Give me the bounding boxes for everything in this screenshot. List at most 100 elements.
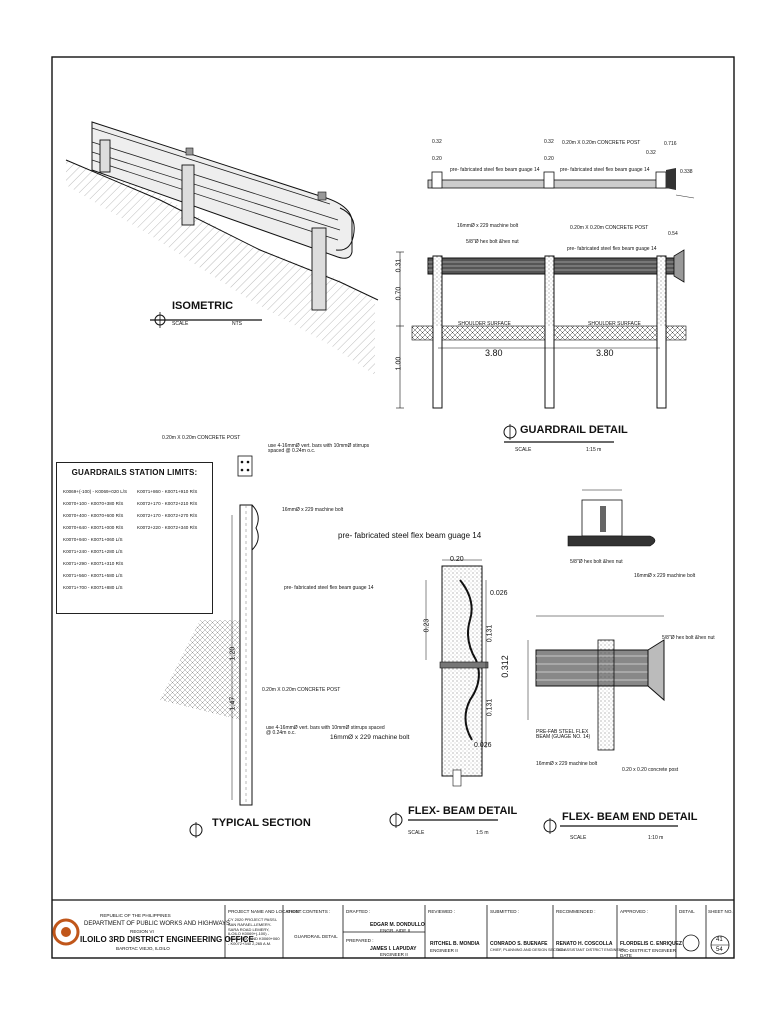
flex-dim: 0.131 <box>486 624 494 643</box>
typ-concrete-post: 0.20m X 0.20m CONCRETE POST <box>162 435 241 441</box>
guardrail-scale-label: SCALE <box>515 447 532 453</box>
end-hex-bolt-top: 5/8"Ø hex bolt &hex nut <box>570 559 623 565</box>
plan-dim: 0.32 <box>544 139 554 145</box>
flex-dim: 0.026 <box>490 590 508 597</box>
guardrail-scale-value: 1:15 m <box>586 447 602 453</box>
flex-beam-scale-value: 1:5 m <box>476 830 489 836</box>
flex-beam-view <box>389 559 498 828</box>
plan-dim: 0.20 <box>544 156 554 162</box>
tb-project-body: CY 2020 PROJECT PASSI-SAN RAFAEL-LEMERY-… <box>228 917 280 946</box>
tb-recommended-head: RECOMMENDED : <box>556 909 596 914</box>
isometric-scale-value: NTS <box>232 321 242 327</box>
end-machine-bolt-top: 16mmØ x 229 machine bolt <box>634 573 696 579</box>
flex-dim: 0.131 <box>486 698 494 717</box>
tb-prepared-head: PREPARED : <box>346 938 374 943</box>
elev-shoulder: SHOULDER SURFACE <box>458 321 511 327</box>
flex-dim: 0.312 <box>499 655 510 678</box>
tb-preparer: JAMES I. LAPUDAY <box>370 946 417 952</box>
tb-sheet-contents: GUARDRAIL DETAIL <box>294 934 338 939</box>
tb-approver: FLORDELIS C. ENRIQUEZ <box>620 941 682 947</box>
tb-region: REGION VI <box>130 929 154 934</box>
elev-flex-beam: pre- fabricated steel flex beam guage 14 <box>567 246 657 252</box>
flex-dim: 0.026 <box>474 742 492 749</box>
tb-reviewer-role: ENGINEER II <box>430 948 458 953</box>
plan-dim: 0.32 <box>432 139 442 145</box>
limits-row: K0072+170 - K0072+270 R/S <box>137 513 198 518</box>
tb-dept: DEPARTMENT OF PUBLIC WORKS AND HIGHWAYS <box>84 921 231 927</box>
flex-end-scale-value: 1:10 m <box>648 835 664 841</box>
tb-approver-role: OIC-DISTRICT ENGINEER <box>620 948 677 953</box>
typ-height: 1.20 <box>229 646 237 661</box>
tb-location: BAROTAC VIEJO, ILOILO <box>116 946 170 951</box>
flex-beam-label: pre- fabricated steel flex beam guage 14 <box>338 531 482 540</box>
tb-reviewer: RITCHEL B. MONDIA <box>430 941 480 947</box>
limits-row: K0071+240 - K0071+280 L/S <box>63 549 123 554</box>
limits-row: K0070+100 - K0070+380 R/S <box>63 501 124 506</box>
end-hex-bolt-right: 5/8"Ø hex bolt &hex nut <box>662 635 715 641</box>
elev-height: 0.70 <box>395 286 403 301</box>
tb-project-head: PROJECT NAME AND LOCATION : <box>228 909 302 914</box>
elev-span: 3.80 <box>596 348 614 358</box>
typ-machine-bolt: 16mmØ x 229 machine bolt <box>282 507 344 513</box>
plan-flex-beam-1: pre- fabricated steel flex beam guage 14 <box>450 167 540 173</box>
flex-beam-scale-label: SCALE <box>408 830 425 836</box>
flex-end-view <box>527 615 678 834</box>
station-limits-table: GUARDRAILS STATION LIMITS: K0069+(-100) … <box>56 462 213 614</box>
flex-end-title: FLEX- BEAM END DETAIL <box>562 811 698 823</box>
limits-row: K0069+(-100) - K0069+020 L/S <box>63 489 128 494</box>
elev-height: 1.00 <box>395 356 403 371</box>
elev-machine-bolt: 16mmØ x 229 machine bolt <box>457 223 519 229</box>
limits-row: K0071+560 - K0071+580 L/S <box>63 573 123 578</box>
limits-row: K0071+700 - K0071+880 L/S <box>63 585 123 590</box>
limits-row: K0070+640 - K0071+000 R/S <box>63 525 124 530</box>
typ-height: 1.47 <box>229 696 237 711</box>
tb-drafted-head: DRAFTED : <box>346 909 371 914</box>
tb-submitter-role: CHIEF, PLANNING AND DESIGN SECTION <box>490 948 565 952</box>
tb-drafter-role: ENGR. AIDE II <box>380 928 411 933</box>
tb-republic: REPUBLIC OF THE PHILIPPINES <box>100 913 171 918</box>
flex-dim: 0.23 <box>423 618 431 633</box>
tb-drafter: EDGAR M. DONDULLO <box>370 922 425 928</box>
tb-recommender-role: OIC-ASSISTANT DISTRICT ENGINEER <box>556 948 625 952</box>
sheet-border <box>51 56 735 959</box>
elev-hex-bolt: 5/8"Ø hex bolt &hex nut <box>466 239 519 245</box>
guardrail-title: GUARDRAIL DETAIL <box>520 424 628 436</box>
plan-dim: 0.32 <box>646 150 656 156</box>
tb-submitted-head: SUBMITTED : <box>490 909 520 914</box>
tb-recommender: RENATO H. COSCOLLA <box>556 941 613 947</box>
isometric-view <box>65 121 379 375</box>
tb-submitter: CONRADO S. BUENAFE <box>490 941 548 947</box>
typ-vert-bars-top: use 4-16mmØ vert. bars with 10mmØ stirru… <box>268 443 370 454</box>
flex-dim: 0.20 <box>450 556 464 563</box>
plan-flex-beam-2: pre- fabricated steel flex beam guage 14 <box>560 167 650 173</box>
plan-dim: 0.716 <box>664 141 677 147</box>
tb-date-label: DATE <box>620 953 632 958</box>
tb-sheet-total: 54 <box>716 947 723 953</box>
plan-dim: 0.20 <box>432 156 442 162</box>
guardrail-plan <box>427 168 695 199</box>
limits-row: K0071+860 - K0071+910 R/S <box>137 489 198 494</box>
limits-row: K0070+400 - K0070+600 R/S <box>63 513 124 518</box>
end-flex-beam: PRE-FAB STEEL FLEX BEAM (GUAGE NO. 14) <box>536 729 591 740</box>
title-block-lines <box>224 905 707 958</box>
flex-end-scale-label: SCALE <box>570 835 587 841</box>
tb-sheet-no-head: SHEET NO. <box>708 909 733 914</box>
plan-dim: 0.338 <box>680 169 693 175</box>
elev-span: 3.80 <box>485 348 503 358</box>
elev-shoulder: SHOULDER SURFACE <box>588 321 641 327</box>
isometric-scale-label: SCALE <box>172 321 189 327</box>
elev-dim: 0.54 <box>668 231 678 237</box>
tb-approved-head: APPROVED : <box>620 909 649 914</box>
tb-preparer-role: ENGINEER II <box>380 952 408 957</box>
station-limits-heading: GUARDRAILS STATION LIMITS: <box>71 468 198 477</box>
limits-row: K0072+220 - K0072+340 R/S <box>137 525 198 530</box>
typ-flex-beam: pre- fabricated steel flex beam guage 14 <box>284 585 374 591</box>
tb-sheet-contents-head: SHEET CONTENTS : <box>286 909 331 914</box>
guardrail-elevation <box>396 249 687 443</box>
tb-sheet-no: 41 <box>716 937 723 943</box>
typ-post-mid: 0.20m X 0.20m CONCRETE POST <box>262 687 341 693</box>
elev-height: 0.31 <box>395 258 403 273</box>
flex-end-top <box>567 489 656 547</box>
